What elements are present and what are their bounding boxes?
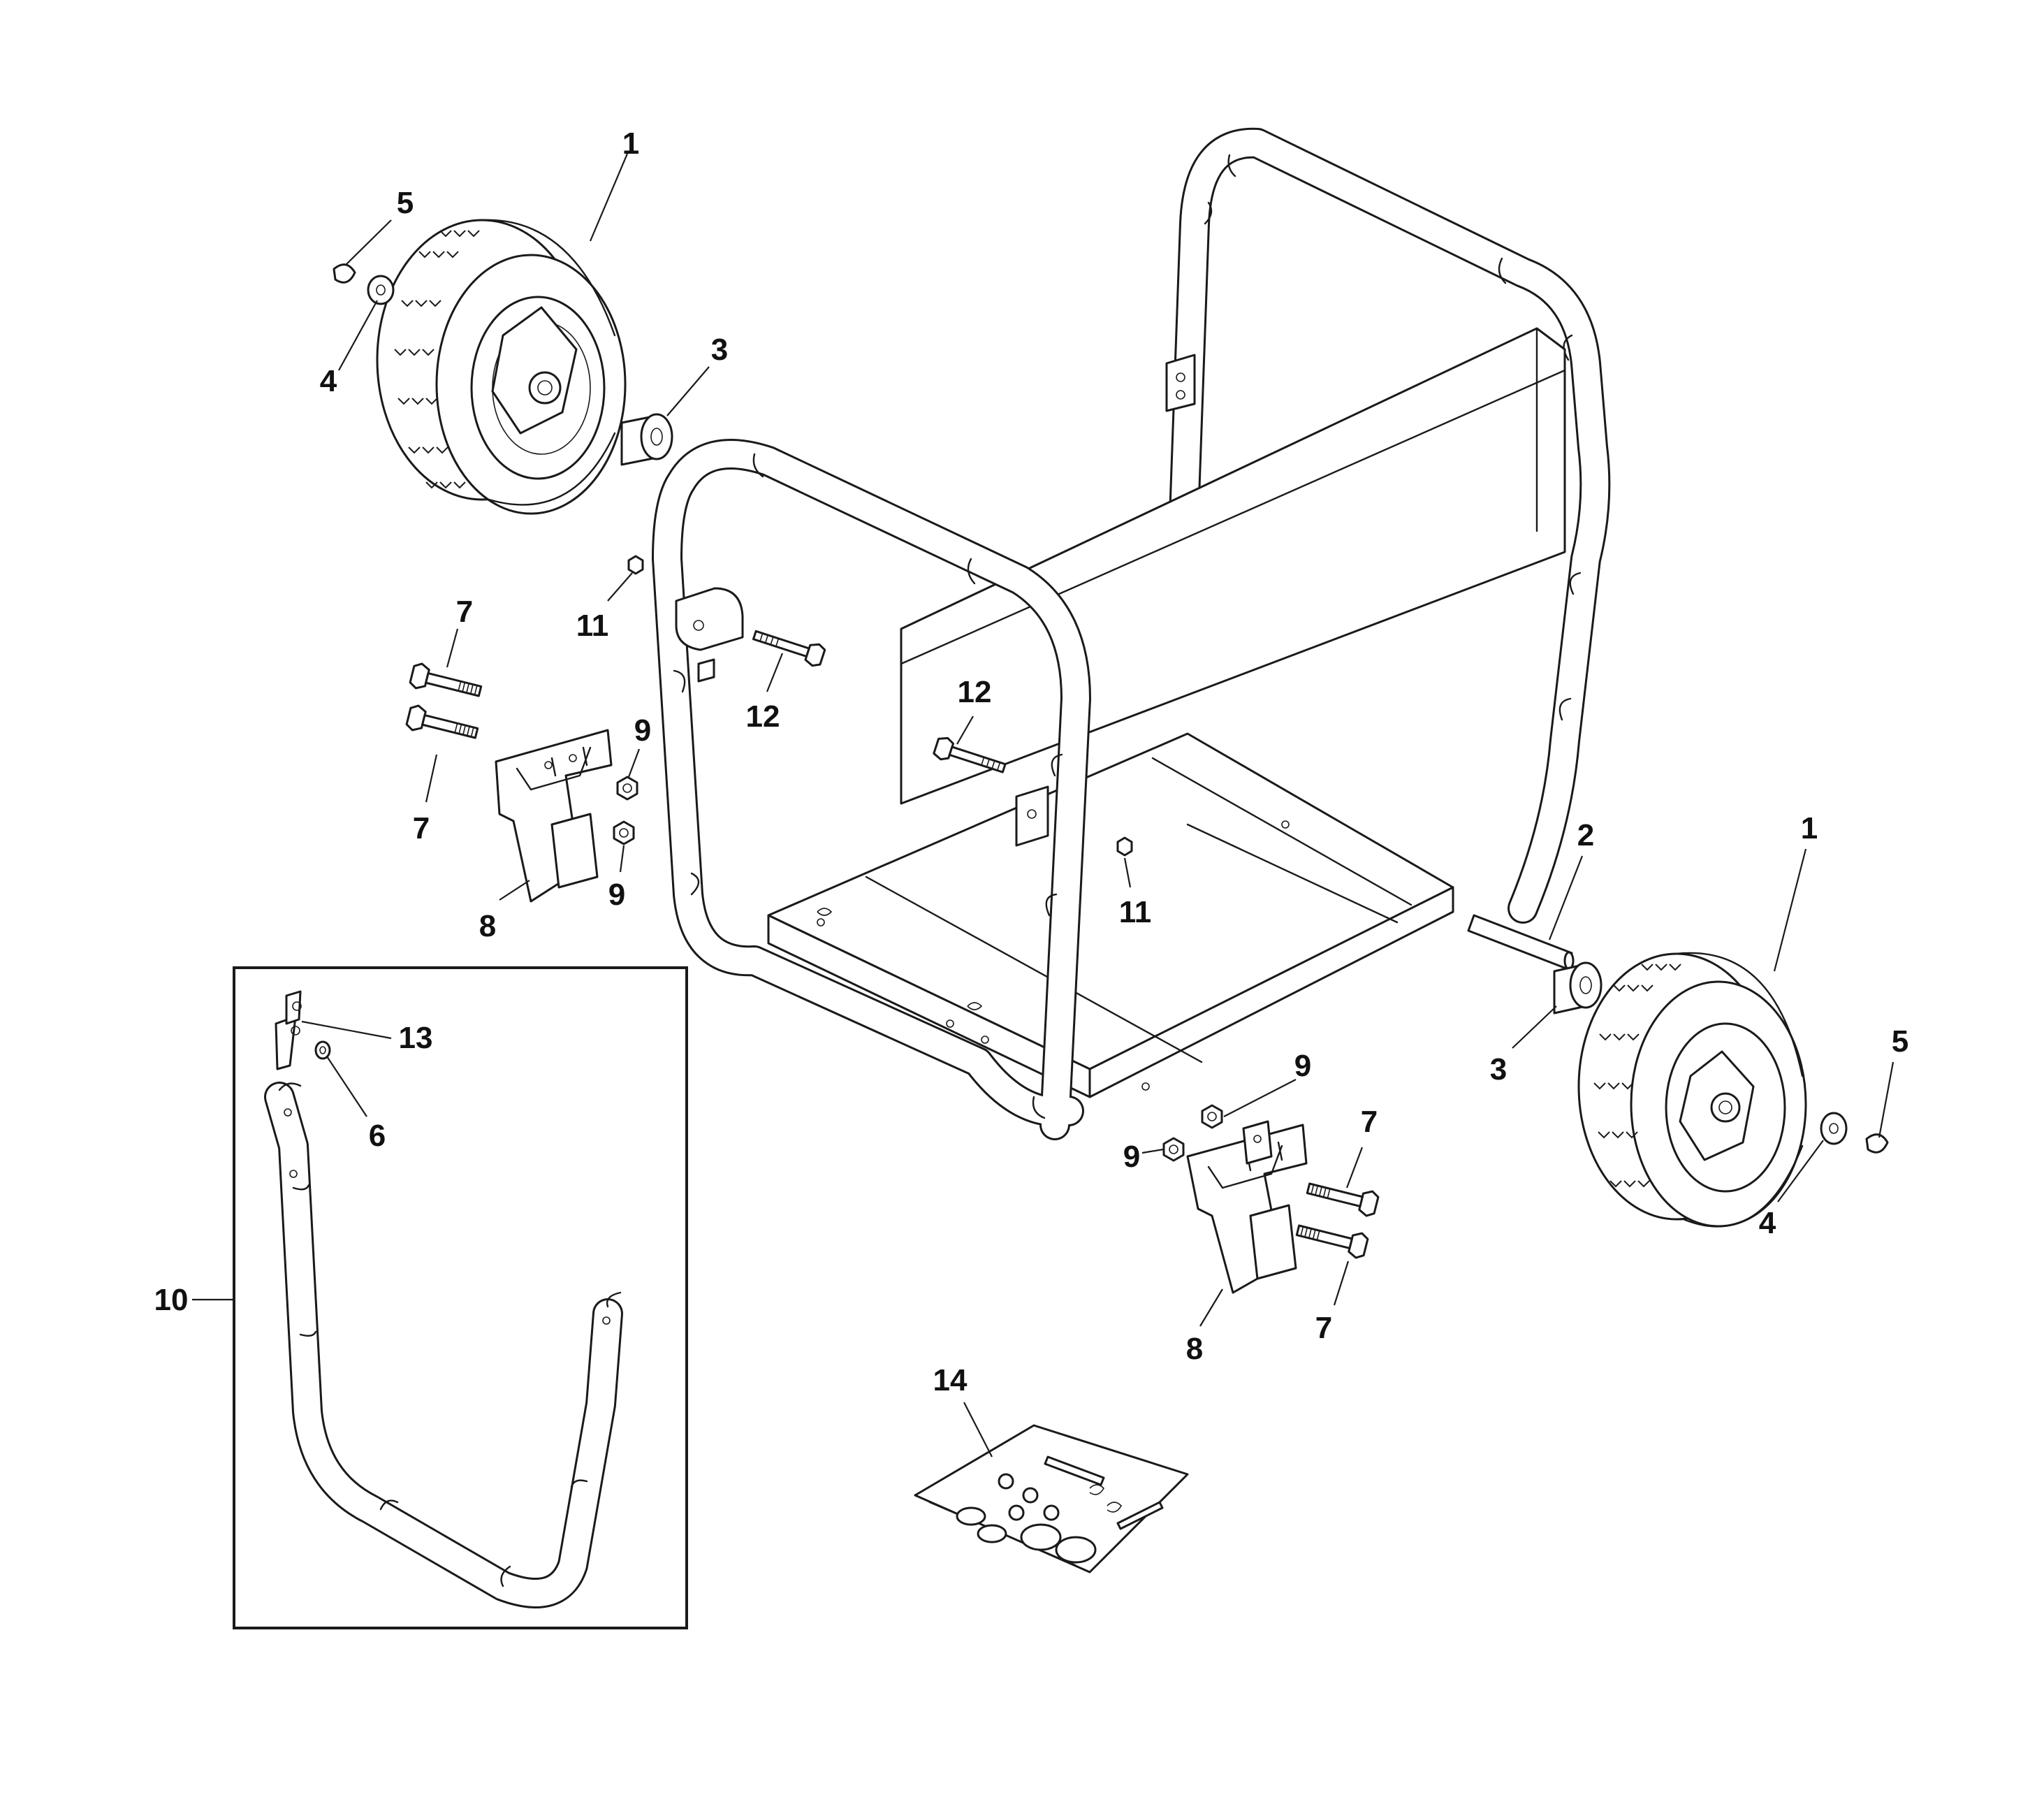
callout-5-left: 5 (397, 186, 414, 220)
foot-left (495, 729, 613, 903)
callout-8-right: 8 (1186, 1332, 1203, 1366)
callout-7-left-top: 7 (456, 595, 473, 629)
nut-left-top (616, 776, 638, 801)
callout-4-left: 4 (320, 364, 337, 398)
callout-12-lower: 12 (958, 675, 992, 709)
callout-5-right: 5 (1892, 1024, 1908, 1059)
bolt-left-bottom (404, 703, 481, 747)
callout-3-left: 3 (711, 333, 728, 367)
callout-9-left-bottom: 9 (608, 878, 625, 912)
callout-1-left: 1 (622, 126, 639, 161)
handle-tube (264, 1082, 623, 1608)
bolt-right-top (1304, 1175, 1380, 1219)
callout-10: 10 (154, 1283, 189, 1317)
frame-rear-loop (1165, 127, 1611, 924)
callout-8-left: 8 (479, 909, 496, 943)
frame-handle-bracket-upper (675, 587, 744, 683)
spacer-right (1553, 961, 1603, 1015)
callout-1-right: 1 (1801, 811, 1818, 845)
frame-handle-bracket-lower (1015, 785, 1049, 847)
handle-bolt-upper (752, 630, 826, 667)
handle-washer (314, 1040, 331, 1060)
frame-rear-bracket (1165, 354, 1196, 412)
callout-7-right-bottom: 7 (1315, 1311, 1332, 1345)
callout-11-lower: 11 (1119, 895, 1152, 929)
callouts: 1 5 4 3 7 7 9 9 8 11 12 12 11 2 1 3 5 4 … (154, 126, 1909, 1397)
clip-right (1865, 1133, 1889, 1154)
handle-assembly-box (233, 966, 688, 1629)
callout-9-right-bottom: 9 (1123, 1140, 1140, 1174)
handle-bolt-lower (933, 736, 1007, 773)
callout-7-right-top: 7 (1361, 1105, 1378, 1139)
nut-right-top (1201, 1104, 1223, 1129)
frame-base (767, 732, 1454, 1098)
frame-front-loop (652, 439, 1091, 1140)
callout-9-left-top: 9 (634, 713, 651, 748)
washer-right (1820, 1112, 1848, 1145)
foot-right (1186, 1120, 1308, 1294)
washer-left (367, 275, 395, 305)
wheel-left (376, 219, 627, 515)
handle-latch (275, 990, 302, 1070)
hardware-bag (914, 1424, 1189, 1574)
bolt-right-bottom (1294, 1216, 1370, 1260)
callout-11-upper: 11 (576, 609, 609, 643)
frame (652, 127, 1611, 1140)
callout-13: 13 (399, 1021, 433, 1055)
callout-2: 2 (1577, 818, 1594, 852)
wheel-right (1577, 952, 1807, 1228)
leader-lines (192, 153, 1895, 1458)
nut-right-bottom (1162, 1137, 1185, 1162)
callout-14: 14 (933, 1363, 968, 1397)
spacer-left (620, 413, 673, 466)
callout-12-upper: 12 (746, 699, 780, 734)
callout-9-right-top: 9 (1294, 1049, 1311, 1083)
nut-left-bottom (613, 820, 635, 845)
locknut-upper (627, 555, 644, 575)
callout-7-left-bottom: 7 (413, 811, 430, 845)
locknut-lower (1116, 836, 1133, 857)
callout-4-right: 4 (1759, 1206, 1776, 1240)
bolt-left-top (408, 661, 484, 705)
callout-3-right: 3 (1490, 1052, 1507, 1087)
callout-6: 6 (369, 1119, 386, 1153)
clip-left (333, 263, 356, 284)
